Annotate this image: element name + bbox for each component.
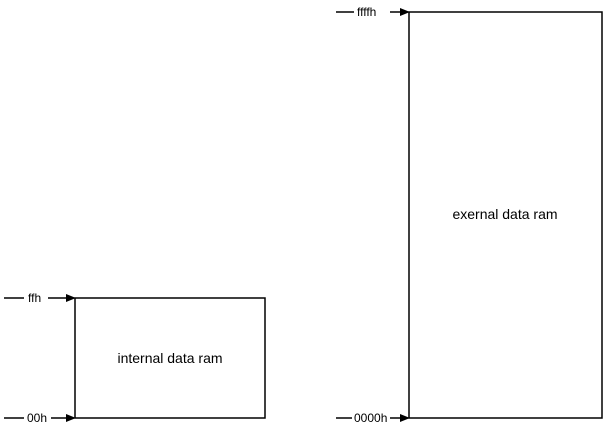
external-ram-bottom-pointer: 0000h [336,411,410,425]
external-top-arrowhead [400,8,410,16]
external-ram-title: exernal data ram [452,206,557,222]
external-ram-top-pointer: ffffh [336,5,410,19]
internal-ram-box [74,297,266,419]
external-bottom-address: 0000h [354,411,387,425]
external-ram-box [408,11,603,419]
internal-bottom-arrowhead [66,414,76,422]
internal-ram-top-pointer: ffh [4,291,76,305]
external-ram-block: exernal data ram ffffh 0000h [336,5,603,425]
internal-top-address: ffh [28,291,41,305]
internal-ram-title: internal data ram [117,350,222,366]
internal-bottom-address: 00h [27,411,47,425]
internal-top-arrowhead [66,294,76,302]
external-bottom-arrowhead [400,414,410,422]
internal-ram-bottom-pointer: 00h [4,411,76,425]
internal-ram-block: internal data ram ffh 00h [4,291,266,425]
external-top-address: ffffh [357,5,376,19]
